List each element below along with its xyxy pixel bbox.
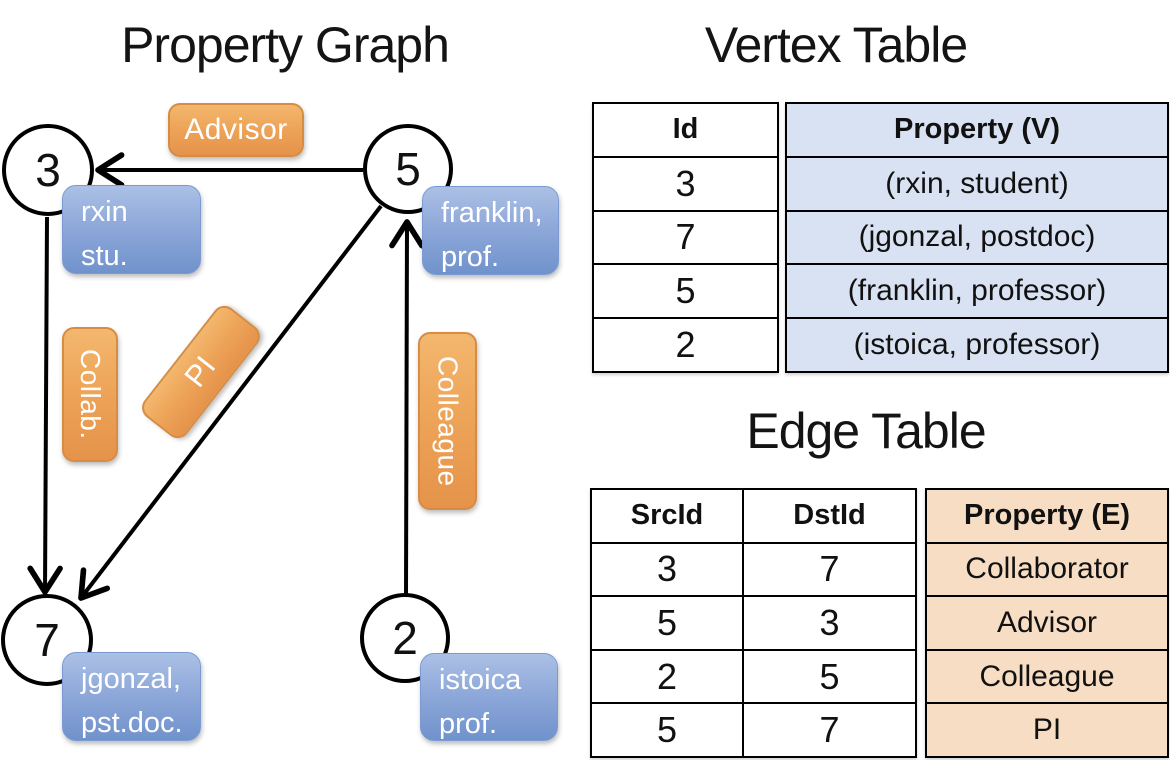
edge-table-dstid-cell: 7 bbox=[819, 709, 840, 751]
vertex-property-line: istoica bbox=[439, 664, 522, 696]
edge-table-srcid-header: SrcId bbox=[592, 490, 744, 542]
vertex-property-line: pst.doc. bbox=[81, 706, 183, 739]
edge-table-property-cell: Collaborator bbox=[927, 541, 1167, 596]
vertex-property-line: prof. bbox=[441, 240, 500, 273]
vertex-table-property-cell: (rxin, student) bbox=[787, 155, 1167, 210]
edge-table-id-row: 5 3 bbox=[592, 595, 915, 649]
edge-arrow-5-to-7 bbox=[78, 204, 383, 601]
edge-table-srcid-cell: 2 bbox=[592, 650, 744, 703]
vertex-table-id-cell: 3 bbox=[594, 155, 777, 210]
edge-table-title: Edge Table bbox=[746, 403, 986, 459]
vertex-property-line: jgonzal, bbox=[81, 663, 181, 695]
vertex-table-id-cell: 2 bbox=[594, 317, 777, 371]
edge-label-advisor: Advisor bbox=[168, 103, 304, 157]
vertex-table-property-cell: (istoica, professor) bbox=[787, 317, 1167, 371]
edge-table-dstid-cell: 5 bbox=[819, 655, 840, 697]
edge-table-dstid-header: DstId bbox=[793, 499, 866, 532]
vertex-table-property-cell: (jgonzal, postdoc) bbox=[787, 209, 1167, 264]
vertex-property-line: rxin bbox=[81, 196, 128, 228]
vertex-table-title: Vertex Table bbox=[704, 17, 968, 73]
vertex-table-property-header: Property (V) bbox=[894, 113, 1060, 146]
vertex-table-id-column: Id 3 7 5 2 bbox=[592, 102, 779, 373]
property-graph-title: Property Graph bbox=[121, 17, 450, 73]
vertex-table-property-cell: (franklin, professor) bbox=[787, 263, 1167, 317]
vertex-property-box-5: franklin, prof. bbox=[422, 186, 559, 275]
vertex-table-id-cell: 5 bbox=[594, 263, 777, 317]
edge-table-id-row: 2 5 bbox=[592, 648, 915, 703]
vertex-property-box-2: istoica prof. bbox=[420, 653, 558, 741]
vertex-property-line: franklin, bbox=[441, 197, 543, 229]
edge-table-property-cell: Advisor bbox=[927, 595, 1167, 649]
vertex-property-line: stu. bbox=[81, 239, 128, 272]
edge-table-property-cell: PI bbox=[927, 702, 1167, 756]
vertex-table-id-header: Id bbox=[672, 113, 699, 146]
vertex-property-box-7: jgonzal, pst.doc. bbox=[62, 652, 201, 741]
edge-table-property-cell: Colleague bbox=[927, 648, 1167, 703]
edge-table-dstid-cell: 7 bbox=[819, 548, 840, 590]
edge-table-srcid-cell: 5 bbox=[592, 597, 744, 649]
graph-node-3-id: 3 bbox=[35, 144, 61, 196]
vertex-property-box-3: rxin stu. bbox=[62, 185, 201, 274]
graph-node-7-id: 7 bbox=[34, 614, 60, 666]
edge-label-collab: Collab. bbox=[62, 327, 118, 462]
graph-node-2-id: 2 bbox=[392, 612, 418, 664]
edge-table-srcid-cell: 5 bbox=[592, 704, 744, 756]
edge-arrow-2-to-5 bbox=[389, 219, 425, 597]
vertex-table-property-column: Property (V) (rxin, student) (jgonzal, p… bbox=[785, 102, 1169, 373]
edge-table-id-columns: SrcId DstId 3 7 5 3 2 5 5 7 bbox=[590, 488, 917, 758]
edge-arrow-3-to-7 bbox=[27, 216, 63, 595]
edge-label-colleague: Colleague bbox=[418, 332, 477, 510]
edge-table-srcid-cell: 3 bbox=[592, 543, 744, 596]
edge-table-id-headers: SrcId DstId bbox=[592, 490, 915, 542]
vertex-table-id-cell: 7 bbox=[594, 209, 777, 264]
edge-table-id-row: 5 7 bbox=[592, 702, 915, 756]
edge-table-id-row: 3 7 bbox=[592, 541, 915, 596]
graph-node-5-id: 5 bbox=[395, 143, 421, 195]
edge-table-property-header: Property (E) bbox=[964, 499, 1130, 532]
edge-table-property-column: Property (E) Collaborator Advisor Collea… bbox=[925, 488, 1169, 758]
vertex-property-line: prof. bbox=[439, 707, 498, 740]
edge-table-dstid-cell: 3 bbox=[819, 601, 840, 643]
